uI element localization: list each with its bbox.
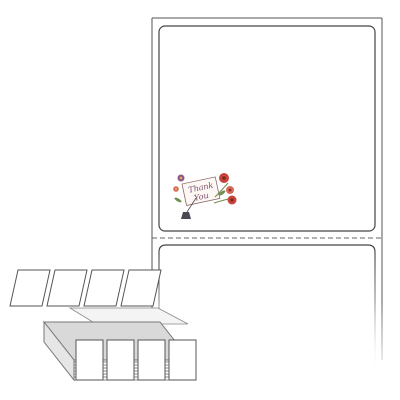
thank-you-card <box>181 176 221 206</box>
flower-center <box>228 188 232 192</box>
quill-icon <box>186 197 197 213</box>
fold-backing <box>68 307 189 325</box>
leaf-icon <box>174 197 182 203</box>
fanfold-stack <box>9 269 197 382</box>
leaf-icon <box>218 190 226 196</box>
thank-you-design: Thank You <box>173 173 237 219</box>
fanned-label <box>9 269 51 307</box>
you-text: You <box>193 191 209 203</box>
flower-center <box>230 198 234 202</box>
fanned-label <box>83 269 125 307</box>
fanned-label <box>120 269 162 307</box>
fanned-label <box>46 269 88 307</box>
front-label <box>106 339 135 381</box>
flower-center <box>175 188 177 190</box>
flower-center <box>222 176 226 180</box>
flower-center <box>179 176 183 180</box>
front-label <box>137 339 166 381</box>
stem <box>214 182 229 198</box>
ink-pot-icon <box>181 212 191 219</box>
front-label <box>168 339 197 381</box>
label-bottom <box>158 244 376 370</box>
front-label <box>75 339 104 381</box>
